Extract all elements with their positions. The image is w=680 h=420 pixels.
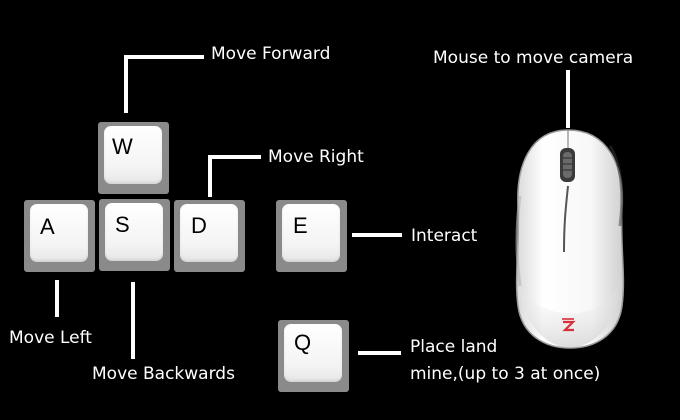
camera-leader-vertical — [566, 70, 570, 128]
key-a-label: A — [40, 214, 55, 239]
label-interact: Interact — [411, 226, 478, 246]
key-a: A — [24, 200, 95, 272]
label-camera: Mouse to move camera — [433, 48, 634, 68]
forward-leader-vertical — [124, 55, 128, 113]
key-d-label: D — [191, 213, 207, 238]
right-leader-horizontal — [208, 155, 261, 159]
key-e: E — [276, 200, 347, 272]
key-s-label: S — [115, 212, 130, 237]
mouse-logo-icon — [562, 318, 576, 332]
left-leader-vertical — [55, 280, 59, 317]
key-w: W — [98, 122, 169, 194]
right-leader-vertical — [208, 155, 212, 197]
key-q: Q — [278, 320, 349, 392]
label-move-right: Move Right — [268, 147, 364, 167]
label-move-backwards: Move Backwards — [92, 364, 235, 384]
key-e-label: E — [293, 213, 308, 238]
backwards-leader-vertical — [131, 282, 135, 359]
label-landmine-line1: Place land — [410, 337, 498, 357]
label-landmine-line2: mine,(up to 3 at once) — [410, 364, 601, 384]
key-s: S — [99, 199, 170, 271]
label-move-left: Move Left — [9, 328, 92, 348]
key-w-label: W — [112, 134, 133, 159]
label-move-forward: Move Forward — [211, 44, 331, 64]
interact-leader — [352, 233, 402, 237]
forward-leader-horizontal — [124, 55, 204, 59]
landmine-leader — [358, 351, 401, 355]
key-q-label: Q — [294, 330, 312, 355]
key-d: D — [174, 200, 245, 272]
mouse-icon — [490, 126, 650, 352]
